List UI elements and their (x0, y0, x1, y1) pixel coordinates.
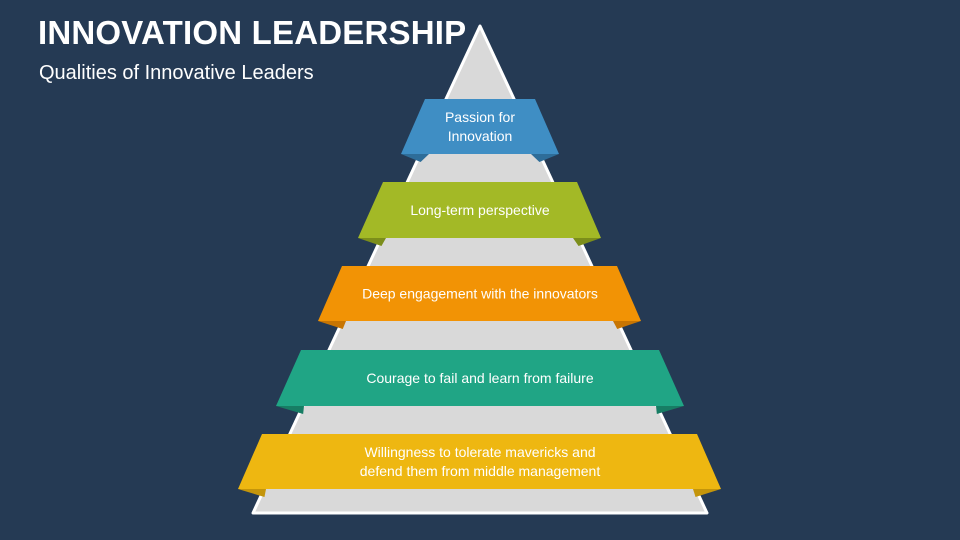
ribbon-fold-left (238, 489, 266, 497)
tier-band (358, 182, 601, 238)
ribbon-fold-left (318, 321, 346, 329)
tier-label: Passion for (445, 109, 515, 125)
ribbon-fold-right (656, 406, 684, 414)
page-title: INNOVATION LEADERSHIP (38, 14, 467, 51)
ribbon-fold-left (401, 154, 429, 162)
ribbon-fold-left (276, 406, 304, 414)
tier-label: Long-term perspective (410, 202, 550, 218)
ribbon-fold-right (531, 154, 559, 162)
pyramid-tier-3: Deep engagement with the innovators (318, 266, 641, 329)
ribbon-fold-right (693, 489, 721, 497)
tier-label: defend them from middle management (360, 463, 601, 479)
tier-band (401, 99, 559, 154)
pyramid-tier-2: Long-term perspective (358, 182, 601, 246)
tier-label: Willingness to tolerate mavericks and (364, 444, 595, 460)
tier-label: Courage to fail and learn from failure (366, 370, 593, 386)
tier-band (238, 434, 721, 489)
page-subtitle: Qualities of Innovative Leaders (39, 62, 314, 84)
tier-band (318, 266, 641, 321)
tier-label: Deep engagement with the innovators (362, 286, 598, 302)
pyramid-tier-4: Courage to fail and learn from failure (276, 350, 684, 414)
pyramid-tier-5: Willingness to tolerate mavericks and def… (238, 434, 721, 497)
ribbon-fold-right (613, 321, 641, 329)
tier-label: Innovation (448, 128, 513, 144)
ribbon-fold-left (358, 238, 386, 246)
tier-band (276, 350, 684, 406)
ribbon-fold-right (573, 238, 601, 246)
